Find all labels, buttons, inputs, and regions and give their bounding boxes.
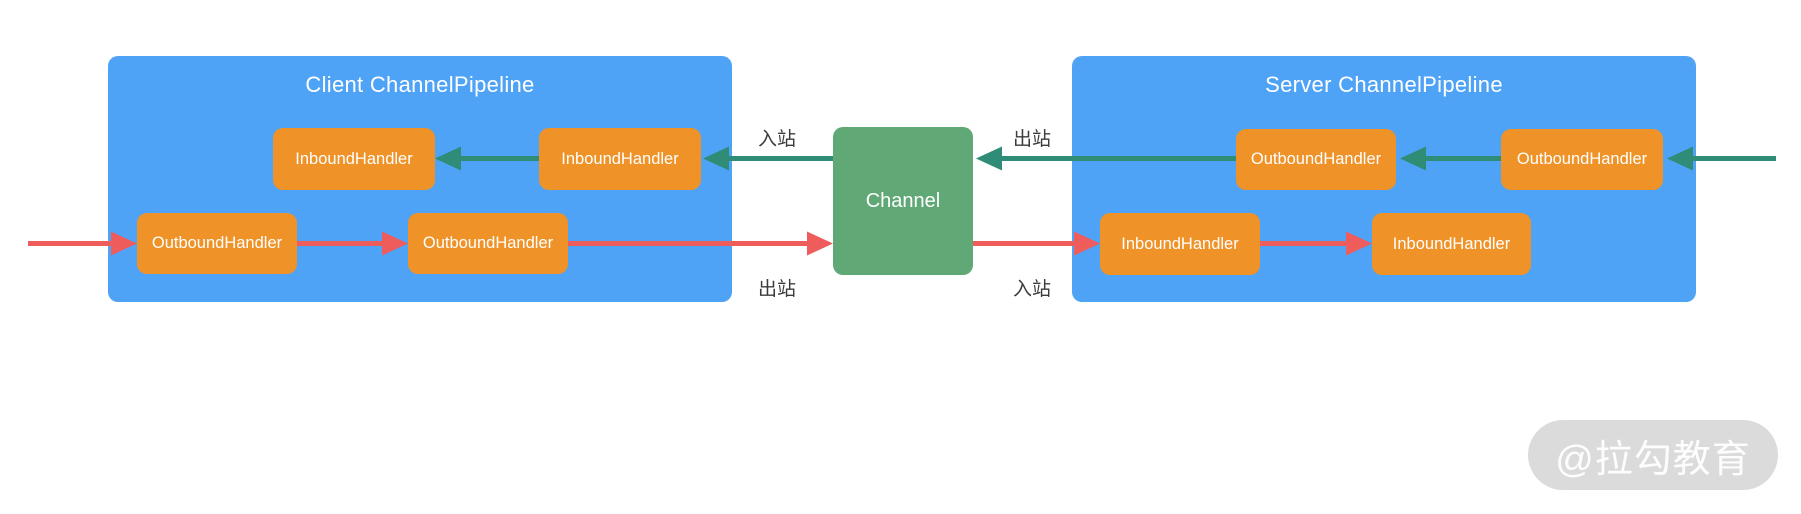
handler-label: InboundHandler (1121, 234, 1239, 253)
server-inbound-handler-1: InboundHandler (1100, 213, 1260, 275)
client-inbound-handler-2: InboundHandler (539, 128, 701, 190)
channel-label: Channel (865, 189, 941, 212)
client-outbound-handler-1: OutboundHandler (137, 213, 297, 274)
server-inbound-handler-2: InboundHandler (1372, 213, 1531, 275)
outbound-flow-arrows (28, 231, 1372, 256)
server-bottom-inbound-label: 入站 (1012, 279, 1051, 300)
client-inbound2-to-inbound1-arrowhead-icon (435, 146, 461, 171)
handler-label: InboundHandler (295, 149, 413, 168)
channel-box: Channel (833, 127, 973, 275)
server-inbound1-to-inbound2-arrowhead-icon (1346, 231, 1372, 256)
edge-to-server-outbound2-arrowhead-icon (1667, 146, 1693, 171)
watermark-text: @拉勾教育 (1555, 438, 1751, 481)
server-outbound1-to-channel-arrowhead-icon (976, 146, 1002, 171)
handler-label: OutboundHandler (151, 234, 283, 252)
handler-label: InboundHandler (561, 149, 679, 168)
client-bottom-outbound-label: 出站 (757, 279, 796, 300)
handler-label: OutboundHandler (1516, 150, 1648, 168)
channel-to-client-inbound-arrowhead-icon (703, 146, 729, 171)
handler-label: OutboundHandler (422, 234, 554, 252)
server-top-outbound-label: 出站 (1012, 129, 1051, 150)
client-outbound1-to-outbound2-arrowhead-icon (382, 231, 408, 256)
client-pipeline-title: Client ChannelPipeline (305, 72, 535, 97)
client-outbound-handler-2: OutboundHandler (408, 213, 568, 274)
handler-label: OutboundHandler (1250, 150, 1382, 168)
edge-to-client-outbound1-arrowhead-icon (111, 231, 137, 256)
client-inbound-handler-1: InboundHandler (273, 128, 435, 190)
client-top-inbound-label: 入站 (757, 129, 796, 150)
channel-to-server-inbound1-arrowhead-icon (1074, 231, 1100, 256)
server-outbound2-to-outbound1-arrowhead-icon (1400, 146, 1426, 171)
inbound-flow-arrows (435, 146, 1776, 171)
watermark-badge: @拉勾教育 (1528, 420, 1778, 490)
server-outbound-handler-1: OutboundHandler (1236, 129, 1396, 190)
client-outbound2-to-channel-arrowhead-icon (807, 231, 833, 256)
server-pipeline-title: Server ChannelPipeline (1265, 72, 1503, 97)
handler-label: InboundHandler (1392, 234, 1511, 253)
server-outbound-handler-2: OutboundHandler (1501, 129, 1663, 190)
